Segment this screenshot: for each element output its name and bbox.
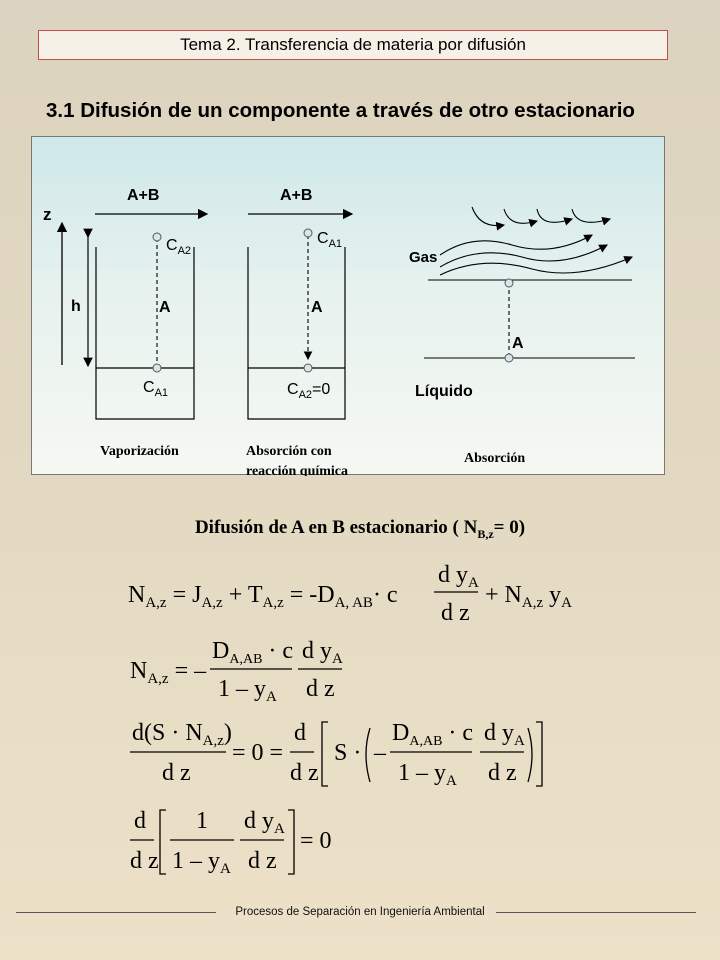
section-title: 3.1 Difusión de un componente a través d…	[46, 99, 635, 122]
svg-text:d z: d z	[306, 676, 335, 702]
svg-text:DA,AB · c: DA,AB · c	[212, 638, 293, 667]
footer-line-left	[16, 912, 216, 913]
absorcion-reaccion-flow-label: A+B	[280, 187, 312, 204]
absorcion-reaccion-bottom-node	[303, 363, 313, 373]
absorcion-reaccion-top-conc: CA1	[317, 230, 342, 250]
svg-text:d z: d z	[488, 760, 517, 786]
absorcion-species-label: A	[512, 335, 524, 352]
svg-text:d yA: d yA	[302, 638, 343, 667]
svg-text:= 0: = 0	[300, 828, 332, 854]
absorcion-reaccion-bottom-conc: CA2=0	[287, 381, 330, 401]
svg-text:d yA: d yA	[438, 562, 479, 591]
vaporizacion-flow-label: A+B	[127, 187, 159, 204]
absorcion-reaccion-species-label: A	[311, 299, 323, 316]
equations-title: Difusión de A en B estacionario ( NB,z= …	[194, 517, 526, 541]
svg-text:d(S · NA,z): d(S · NA,z)	[132, 720, 232, 749]
equation-flux-stationary: NA,z = – DA,AB · c 1 – yA d yA d z	[130, 638, 343, 705]
svg-text:d yA: d yA	[244, 808, 285, 837]
vaporizacion-bottom-conc: CA1	[143, 379, 168, 399]
svg-text:NA,z = –: NA,z = –	[130, 658, 207, 687]
absorcion-top-node	[504, 278, 514, 288]
svg-text:d z: d z	[248, 848, 277, 874]
header-title: Tema 2. Transferencia de materia por dif…	[180, 35, 526, 54]
svg-text:d: d	[294, 720, 306, 746]
liquido-label: Líquido	[415, 383, 473, 400]
footer: Procesos de Separación en Ingeniería Amb…	[0, 906, 720, 918]
absorcion-bottom-node	[504, 353, 514, 363]
svg-text:1: 1	[196, 808, 208, 834]
svg-text:1 – yA: 1 – yA	[398, 760, 457, 789]
h-label: h	[71, 298, 81, 315]
svg-text:–: –	[373, 740, 387, 766]
vaporizacion-top-conc: CA2	[166, 237, 191, 257]
z-axis-label: z	[43, 205, 52, 224]
svg-text:DA,AB · c: DA,AB · c	[392, 720, 473, 749]
gas-label: Gas	[409, 249, 437, 266]
diffusion-figure: z h A+B CA2 A CA1 Vaporización A+B CA1 A…	[31, 136, 665, 476]
vaporizacion-top-node	[152, 232, 162, 242]
header-box: Tema 2. Transferencia de materia por dif…	[38, 30, 668, 60]
absorcion-caption: Absorción	[464, 451, 525, 466]
svg-text:d z: d z	[290, 760, 319, 786]
svg-text:d: d	[134, 808, 146, 834]
absorcion-reaccion-caption-1: Absorción con	[246, 444, 332, 459]
gas-flow-arrows	[439, 206, 634, 276]
absorcion-reaccion-container	[247, 247, 346, 420]
vaporizacion-container	[95, 247, 195, 420]
footer-line-right	[496, 912, 696, 913]
svg-text:1 – yA: 1 – yA	[172, 848, 231, 876]
footer-text: Procesos de Separación en Ingeniería Amb…	[235, 906, 485, 918]
svg-text:d z: d z	[441, 600, 470, 626]
equation-mass-balance: d(S · NA,z) d z = 0 = d d z S · – DA,AB …	[130, 720, 543, 789]
diffusion-diagram: z h A+B CA2 A CA1 Vaporización A+B CA1 A…	[43, 187, 635, 476]
absorcion-reaccion-caption-2: reacción química	[246, 464, 348, 476]
svg-text:1 – yA: 1 – yA	[218, 676, 277, 705]
svg-text:= 0 =: = 0 =	[232, 740, 283, 766]
vaporizacion-bottom-node	[152, 363, 162, 373]
svg-text:d z: d z	[130, 848, 159, 874]
svg-text:S ·: S ·	[334, 740, 361, 766]
vaporizacion-caption: Vaporización	[100, 444, 179, 459]
equation-differential: d d z 1 1 – yA d yA d z = 0	[130, 808, 332, 876]
svg-text:d z: d z	[162, 760, 191, 786]
svg-text:NA,z = JA,z + TA,z = -DA, AB·: NA,z = JA,z + TA,z = -DA, AB· c	[128, 582, 398, 611]
equation-flux-definition: NA,z = JA,z + TA,z = -DA, AB· c d yA d z…	[128, 562, 572, 626]
absorcion-reaccion-top-node	[303, 228, 313, 238]
svg-text:+ NA,z yA: + NA,z yA	[485, 582, 572, 611]
svg-text:d yA: d yA	[484, 720, 525, 749]
vaporizacion-species-label: A	[159, 299, 171, 316]
